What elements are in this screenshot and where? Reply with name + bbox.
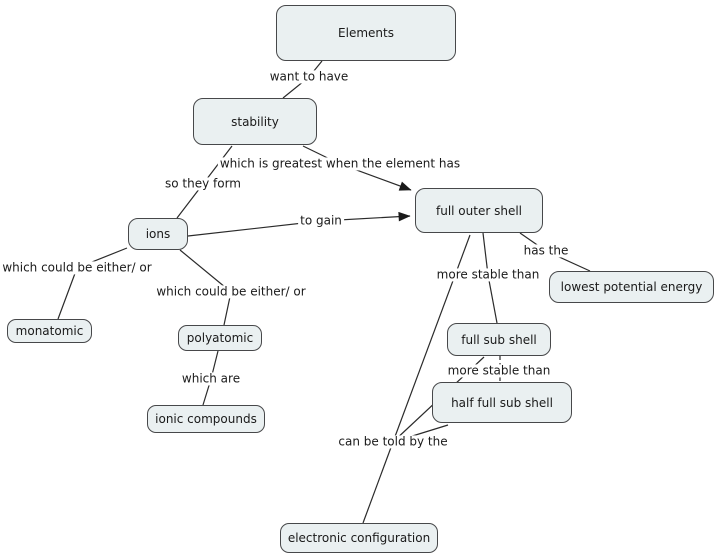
edge-ions-monatomic xyxy=(57,247,128,320)
node-stability[interactable]: stability xyxy=(193,98,317,145)
node-electronic-configuration[interactable]: electronic configuration xyxy=(280,523,438,553)
node-full-outer-shell[interactable]: full outer shell xyxy=(415,188,543,233)
link-label-which-are[interactable]: which are xyxy=(179,371,243,386)
link-label-more-stable-than-upper[interactable]: more stable than xyxy=(434,267,542,282)
node-lowest-potential-energy[interactable]: lowest potential energy xyxy=(549,271,714,303)
node-ionic-compounds[interactable]: ionic compounds xyxy=(147,405,265,433)
node-full-sub-shell[interactable]: full sub shell xyxy=(447,323,551,356)
link-label-so-they-form[interactable]: so they form xyxy=(163,176,243,191)
link-label-has-the[interactable]: has the xyxy=(521,243,571,258)
node-elements[interactable]: Elements xyxy=(276,5,456,61)
link-label-want-to-have[interactable]: want to have xyxy=(267,69,351,84)
link-label-can-be-told-by-the[interactable]: can be told by the xyxy=(336,434,450,449)
link-label-which-could-be-either-or-right[interactable]: which could be either/ or xyxy=(154,284,308,299)
node-monatomic[interactable]: monatomic xyxy=(7,319,92,343)
link-label-to-gain[interactable]: to gain xyxy=(298,213,344,228)
node-polyatomic[interactable]: polyatomic xyxy=(178,325,262,351)
link-label-which-could-be-either-or-left[interactable]: which could be either/ or xyxy=(0,260,154,275)
link-label-more-stable-than-lower[interactable]: more stable than xyxy=(445,363,553,378)
edge-told-electronic-configuration xyxy=(362,441,394,524)
node-half-full-sub-shell[interactable]: half full sub shell xyxy=(432,382,572,423)
link-label-which-is-greatest[interactable]: which is greatest when the element has xyxy=(217,156,463,171)
node-ions[interactable]: ions xyxy=(128,218,188,250)
